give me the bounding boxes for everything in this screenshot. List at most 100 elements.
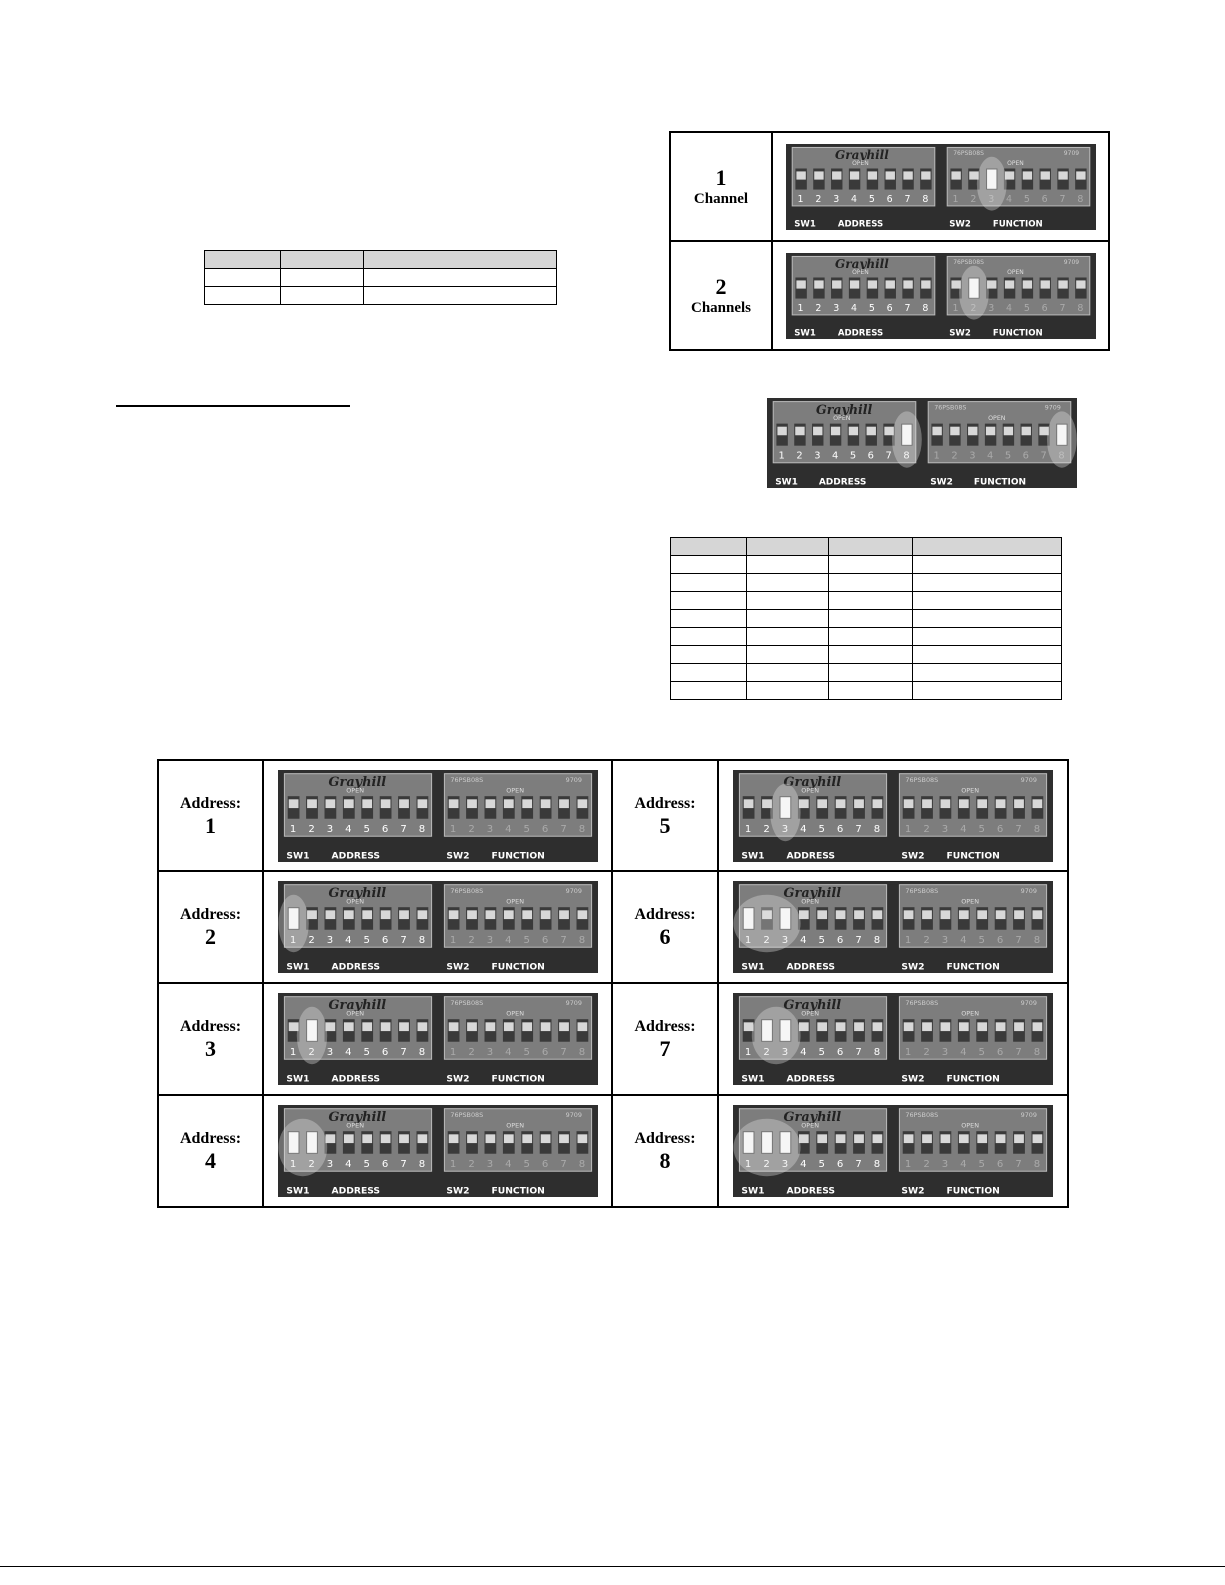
switch-number: 5 [523, 935, 529, 946]
switch-number: 6 [997, 935, 1003, 946]
switch-number: 4 [832, 451, 838, 462]
switch-off [958, 910, 969, 920]
switch-off [885, 279, 895, 289]
code-label: 9709 [1063, 150, 1078, 157]
switch-off [361, 1134, 372, 1144]
switch-number: 1 [905, 823, 911, 834]
switch-off [920, 170, 931, 180]
switch-number: 6 [1041, 302, 1047, 313]
open-label: OPEN [506, 786, 524, 794]
switch-number: 3 [486, 1159, 492, 1170]
address-label: ADDRESS [331, 1073, 380, 1084]
switch-number: 7 [1015, 1047, 1021, 1058]
address-word: Address: [634, 794, 696, 812]
open-label: OPEN [801, 786, 819, 794]
switch-off [985, 426, 996, 436]
switch-off [835, 798, 846, 808]
switch-off [540, 1134, 550, 1144]
switch-off [417, 1134, 427, 1144]
switch-off [867, 279, 877, 289]
open-label: OPEN [801, 1009, 819, 1017]
switch-on [986, 168, 996, 189]
switch-off [503, 910, 514, 920]
switch-number: 7 [855, 823, 861, 834]
switch-number: 3 [782, 823, 788, 834]
switch-number: 7 [1059, 302, 1065, 313]
switch-number: 7 [1015, 935, 1021, 946]
switch-off [306, 910, 317, 920]
switch-off [343, 798, 354, 808]
switch-number: 6 [541, 1159, 547, 1170]
switch-off [977, 798, 988, 808]
switch-number: 7 [1015, 1159, 1021, 1170]
address-number: 3 [205, 1036, 216, 1061]
switch-number: 8 [578, 935, 584, 946]
channel-label-cell: 2 Channels [669, 240, 773, 351]
code-label: 9709 [1063, 259, 1078, 266]
switch-number: 1 [952, 302, 958, 313]
switch-off [795, 426, 805, 436]
function-label: FUNCTION [992, 219, 1042, 229]
switch-number: 3 [486, 935, 492, 946]
switch-off [872, 1134, 883, 1144]
switch-on [306, 1020, 317, 1041]
switch-highlight [976, 156, 1007, 211]
code-label: 9709 [565, 887, 581, 895]
switch-on [762, 1020, 772, 1041]
part-number: 76PSB08S [953, 150, 984, 157]
address-label-cell: Address: 4 [157, 1094, 264, 1208]
switch-number: 8 [874, 823, 880, 834]
switch-number: 2 [923, 1047, 929, 1058]
switch-off [380, 910, 390, 920]
switch-off [922, 1134, 932, 1144]
address-label: ADDRESS [331, 961, 380, 972]
sw2-label: SW2 [901, 1185, 924, 1196]
function-label: FUNCTION [947, 961, 1000, 972]
function-label: FUNCTION [974, 477, 1026, 487]
switch-highlight [277, 894, 309, 953]
switch-on [306, 1132, 317, 1153]
switch-number: 1 [745, 935, 751, 946]
switch-on [968, 277, 979, 298]
switch-off [558, 1134, 569, 1144]
brand-logo: Grayhill [328, 1110, 386, 1125]
switch-off [743, 798, 754, 808]
switch-number: 2 [308, 935, 314, 946]
switch-number: 7 [560, 1047, 566, 1058]
switch-off [920, 279, 931, 289]
switch-number: 8 [418, 823, 424, 834]
switch-off [854, 798, 864, 808]
switch-number: 2 [796, 451, 802, 462]
switch-highlight [891, 411, 922, 468]
switch-number: 4 [960, 1159, 966, 1170]
switch-number: 4 [1006, 302, 1012, 313]
switch-number: 1 [449, 1159, 455, 1170]
switch-number: 1 [745, 1047, 751, 1058]
part-number: 76PSB08S [905, 887, 938, 895]
switch-number: 1 [934, 451, 940, 462]
switch-number: 7 [400, 823, 406, 834]
switch-number: 3 [942, 1047, 948, 1058]
switch-on [780, 1132, 791, 1153]
switch-number: 3 [326, 1159, 332, 1170]
switch-number: 7 [400, 935, 406, 946]
channel-number: 1 [715, 164, 727, 190]
address-word: Address: [179, 1018, 242, 1035]
switch-highlight [296, 1006, 327, 1065]
switch-off [977, 910, 988, 920]
switch-number: 6 [541, 935, 547, 946]
switch-off [448, 798, 458, 808]
switch-number: 6 [886, 302, 892, 313]
part-number: 76PSB08S [905, 775, 938, 783]
open-label: OPEN [961, 1121, 979, 1129]
code-label: 9709 [1021, 999, 1037, 1007]
switch-number: 5 [1023, 193, 1029, 204]
switch-off [950, 170, 961, 180]
